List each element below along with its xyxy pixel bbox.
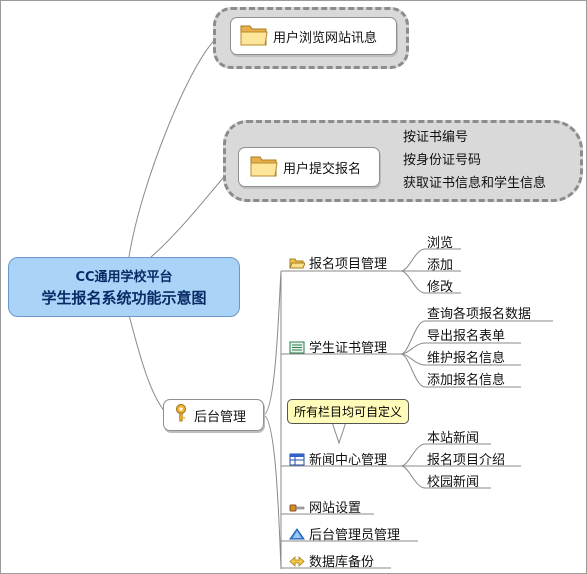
topic-submit-label: 用户提交报名	[283, 161, 362, 177]
table-icon	[289, 453, 305, 470]
topic-browse[interactable]: 用户浏览网站讯息	[230, 17, 397, 55]
folder-icon	[249, 151, 279, 183]
sec1-child-browse[interactable]: 浏览	[427, 236, 454, 251]
tool-icon	[289, 501, 305, 518]
topic-admin-label: 后台管理	[194, 409, 247, 425]
sec2-child-maintain[interactable]: 维护报名信息	[427, 351, 506, 366]
list-icon	[289, 341, 305, 358]
open-folder-icon	[289, 257, 306, 274]
section-label: 报名项目管理	[309, 257, 388, 272]
section-admin-users[interactable]: 后台管理员管理	[289, 524, 400, 545]
section-student-certs[interactable]: 学生证书管理	[289, 337, 387, 358]
callout-customizable: 所有栏目均可自定义	[287, 399, 410, 424]
folder-icon	[239, 20, 269, 52]
sec1-child-add[interactable]: 添加	[427, 258, 454, 273]
section-site-settings[interactable]: 网站设置	[289, 497, 361, 518]
arrows-icon	[289, 555, 305, 572]
submit-child-id-number[interactable]: 按身份证号码	[403, 153, 482, 168]
section-enroll-projects[interactable]: 报名项目管理	[289, 253, 387, 274]
sec2-child-add[interactable]: 添加报名信息	[427, 373, 506, 388]
topic-browse-label: 用户浏览网站讯息	[273, 30, 378, 46]
sec3-child-site-news[interactable]: 本站新闻	[427, 431, 480, 446]
section-db-backup[interactable]: 数据库备份	[289, 551, 374, 572]
sec3-child-project-intro[interactable]: 报名项目介绍	[427, 453, 506, 468]
sec2-child-query[interactable]: 查询各项报名数据	[427, 307, 532, 322]
section-label: 后台管理员管理	[309, 528, 401, 543]
sec3-child-campus-news[interactable]: 校园新闻	[427, 475, 480, 490]
section-label: 新闻中心管理	[309, 453, 388, 468]
section-news-center[interactable]: 新闻中心管理	[289, 449, 387, 470]
submit-child-get-info[interactable]: 获取证书信息和学生信息	[403, 176, 547, 191]
key-icon	[174, 404, 188, 426]
sec2-child-export[interactable]: 导出报名表单	[427, 329, 506, 344]
section-label: 网站设置	[309, 501, 362, 516]
topic-admin[interactable]: 后台管理	[163, 399, 264, 431]
sec1-child-edit[interactable]: 修改	[427, 280, 454, 295]
section-label: 学生证书管理	[309, 341, 388, 356]
topic-submit[interactable]: 用户提交报名	[238, 147, 380, 187]
section-label: 数据库备份	[309, 555, 375, 570]
submit-child-cert-number[interactable]: 按证书编号	[403, 130, 469, 145]
user-icon	[289, 528, 305, 545]
central-topic[interactable]: CC通用学校平台 学生报名系统功能示意图	[8, 257, 240, 317]
central-subtitle: 学生报名系统功能示意图	[41, 289, 207, 307]
central-title: CC通用学校平台	[75, 270, 173, 285]
